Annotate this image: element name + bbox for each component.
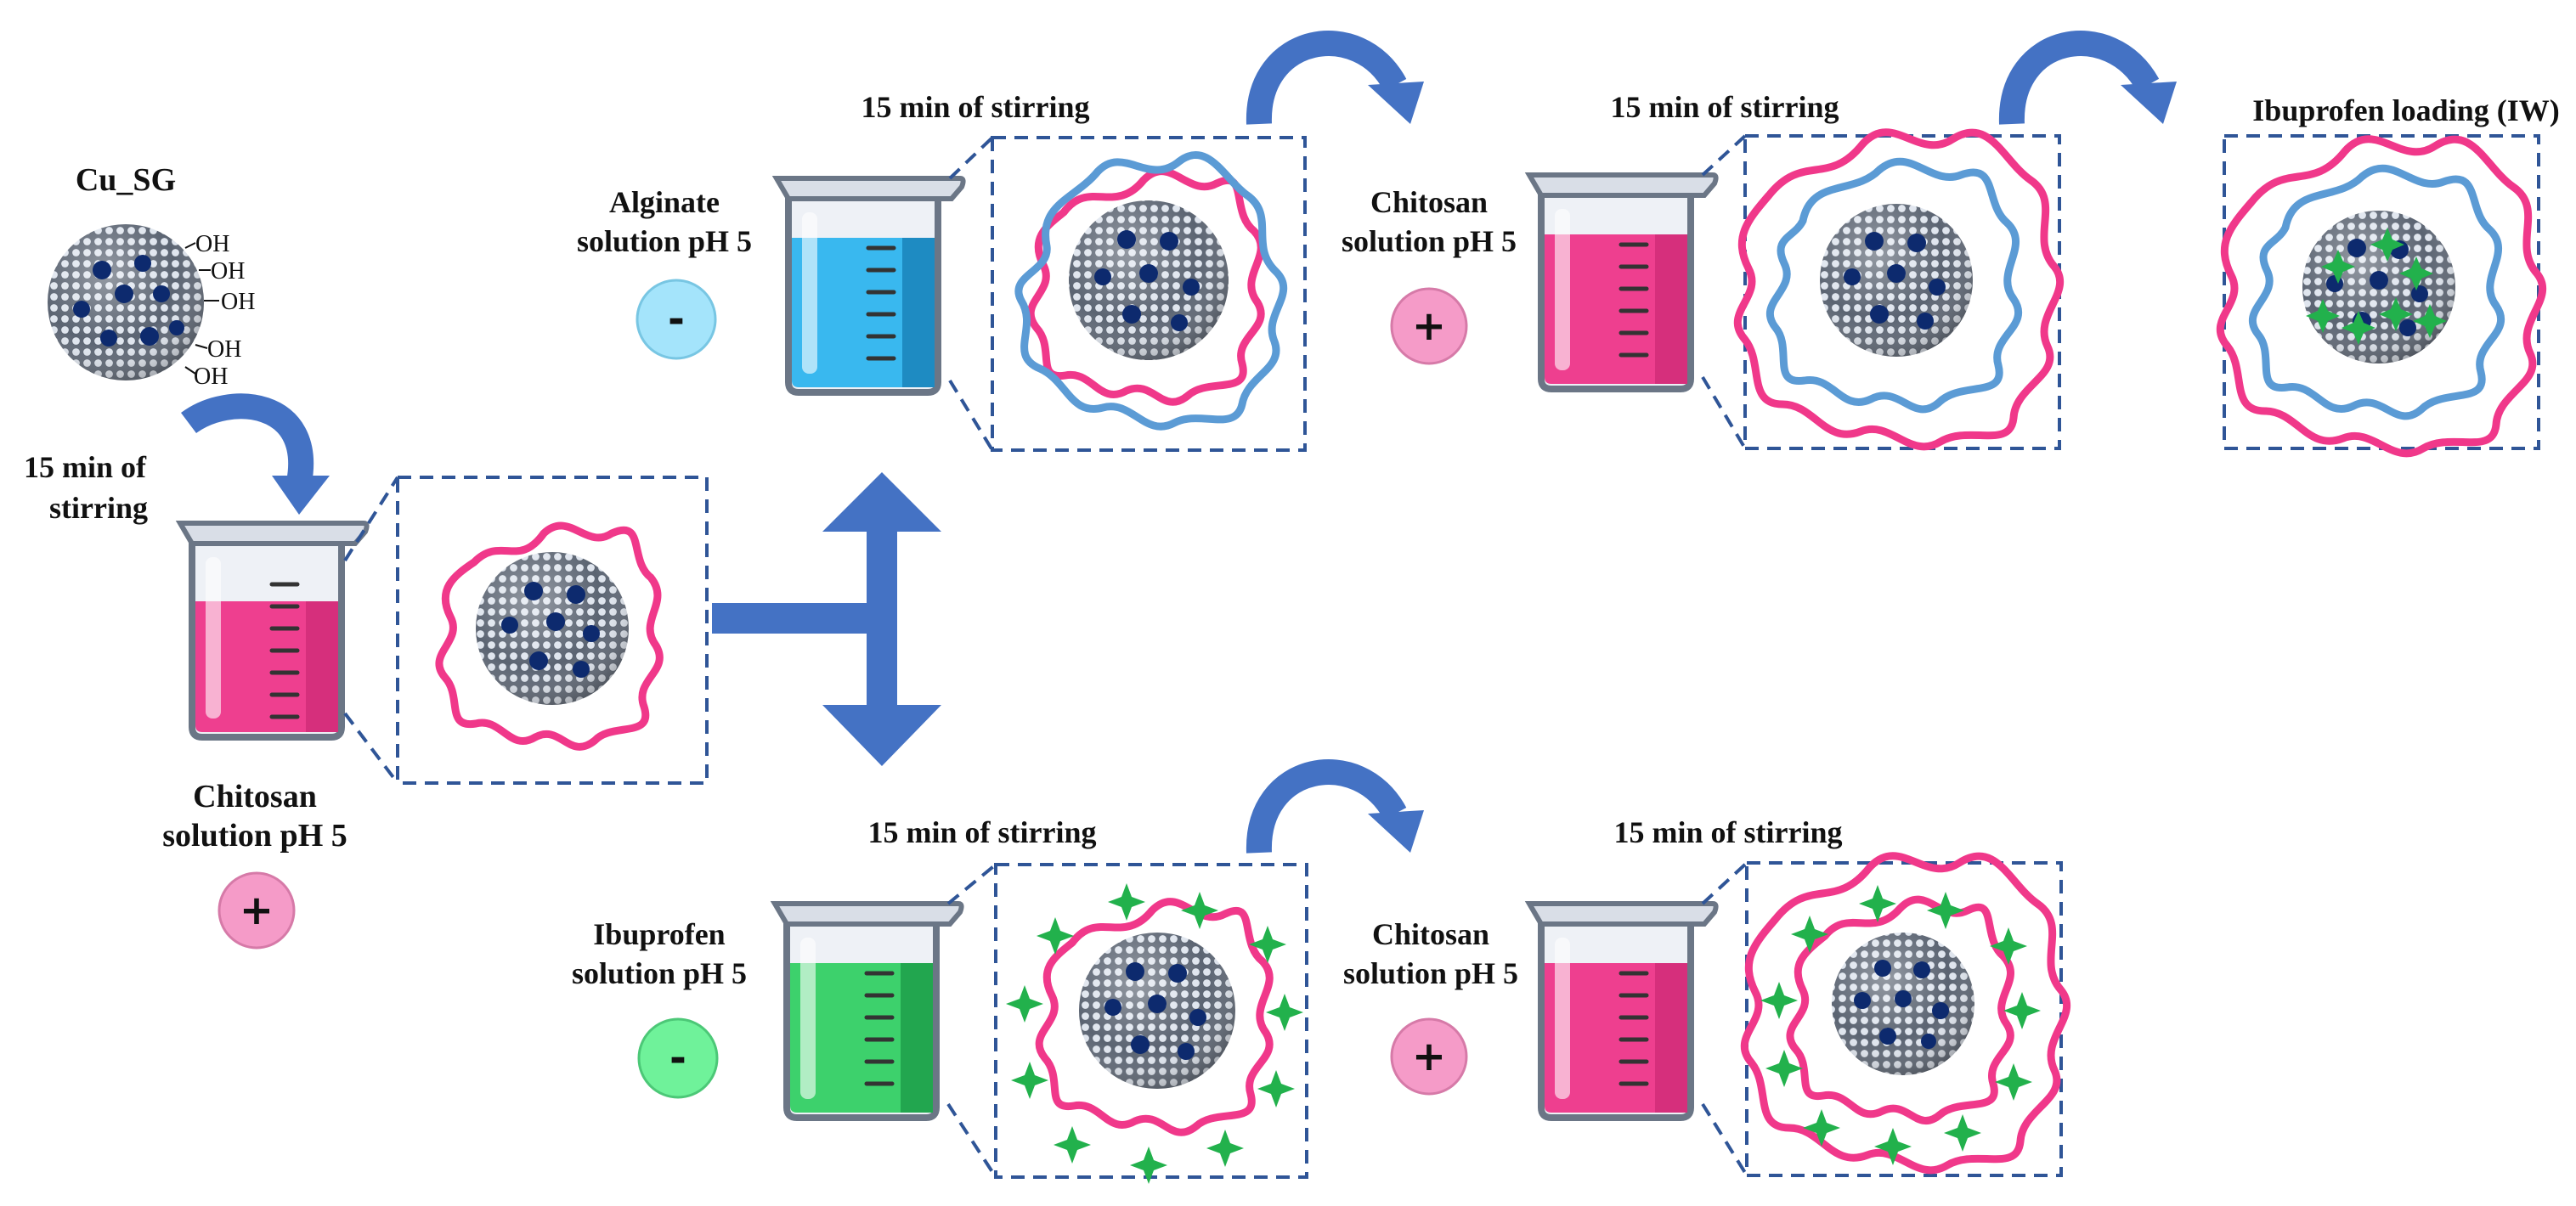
- curved-arrow-icon: [181, 393, 330, 515]
- curved-arrow-icon: [1246, 31, 1424, 125]
- stir-first-line2: stirring: [49, 491, 148, 525]
- cu-sg-label: Cu_SG: [76, 162, 176, 198]
- ibuprofen-line2: solution pH 5: [572, 956, 747, 990]
- nanoparticle-icon: [1740, 852, 2070, 1175]
- nanoparticle-icon: [2216, 135, 2546, 458]
- oh-label-4: OH: [207, 336, 241, 363]
- svg-text:-: -: [668, 296, 685, 343]
- nanoparticle-icon: [1006, 883, 1303, 1184]
- curved-arrow-icon: [1246, 759, 1424, 854]
- svg-text:+: +: [240, 887, 274, 934]
- positive-charge-badge: +: [1390, 1017, 1468, 1096]
- chitosan-top-line2: solution pH 5: [1342, 224, 1517, 258]
- nanoparticle-icon: [1014, 151, 1288, 431]
- ibuprofen-line1: Ibuprofen: [593, 917, 725, 951]
- alginate-line1: Alginate: [609, 185, 720, 219]
- drug-star-icon: [1006, 883, 1303, 1184]
- beaker-icon: [771, 176, 966, 396]
- double-arrow-icon: [712, 472, 941, 766]
- zoom-box-2: [991, 136, 1307, 452]
- oh-label-3: OH: [221, 289, 255, 315]
- positive-charge-badge: +: [217, 871, 296, 950]
- negative-charge-badge: -: [637, 1017, 719, 1099]
- nanoparticle-icon: [435, 521, 664, 751]
- chitosan-left-line2: solution pH 5: [162, 818, 347, 854]
- svg-text:+: +: [1412, 302, 1446, 350]
- beaker-icon: [175, 521, 370, 741]
- positive-charge-badge: +: [1390, 287, 1468, 365]
- chitosan-bottom-line2: solution pH 5: [1343, 956, 1518, 990]
- curved-arrow-icon: [1998, 31, 2177, 125]
- oh-label-2: OH: [211, 258, 245, 285]
- stir-top2-label: 15 min of stirring: [1611, 90, 1839, 124]
- oh-label-5: OH: [194, 363, 228, 390]
- stir-bottom2-label: 15 min of stirring: [1614, 815, 1843, 849]
- drug-star-icon: [1760, 885, 2041, 1165]
- beaker-icon: [1524, 172, 1719, 392]
- oh-groups: OH OH OH OH OH: [184, 231, 255, 390]
- negative-charge-badge: -: [636, 279, 717, 360]
- alginate-line2: solution pH 5: [577, 224, 752, 258]
- oh-label-1: OH: [195, 231, 229, 257]
- ibuprofen-loading-iw-label: Ibuprofen loading (IW): [2252, 93, 2559, 127]
- svg-text:-: -: [669, 1034, 686, 1082]
- stir-bottom1-label: 15 min of stirring: [868, 815, 1097, 849]
- stir-top1-label: 15 min of stirring: [861, 90, 1090, 124]
- drug-star-icon: [2306, 228, 2447, 345]
- beaker-icon: [1524, 901, 1719, 1121]
- beaker-icon: [770, 901, 964, 1121]
- chitosan-bottom-line1: Chitosan: [1372, 917, 1489, 951]
- zoom-box-1: [396, 476, 709, 785]
- chitosan-left-line1: Chitosan: [193, 779, 317, 814]
- stir-first-line1: 15 min of: [24, 450, 147, 484]
- nanoparticle-icon: [1733, 128, 2064, 451]
- cu-sg-particle: [48, 224, 204, 380]
- chitosan-top-line1: Chitosan: [1370, 185, 1488, 219]
- svg-text:+: +: [1412, 1033, 1446, 1080]
